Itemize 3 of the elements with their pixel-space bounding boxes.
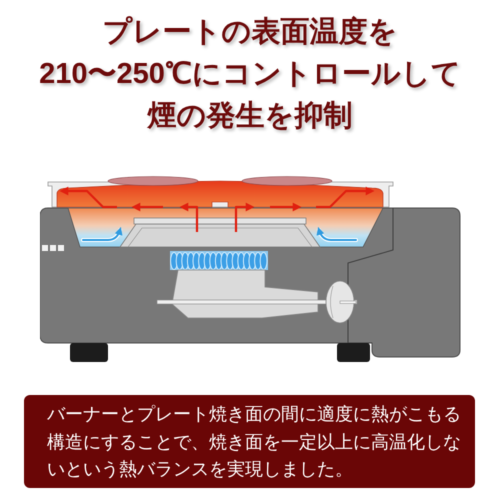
- title-heading: プレートの表面温度を210〜250℃にコントロールして煙の発生を抑制: [38, 14, 462, 134]
- description-text: バーナーとプレート焼き面の間に適度に熱がこもる構造にすることで、焼き面を一定以上に高温化しないという熱バランスを実現しました。: [47, 403, 462, 482]
- info-panel: [24, 395, 475, 488]
